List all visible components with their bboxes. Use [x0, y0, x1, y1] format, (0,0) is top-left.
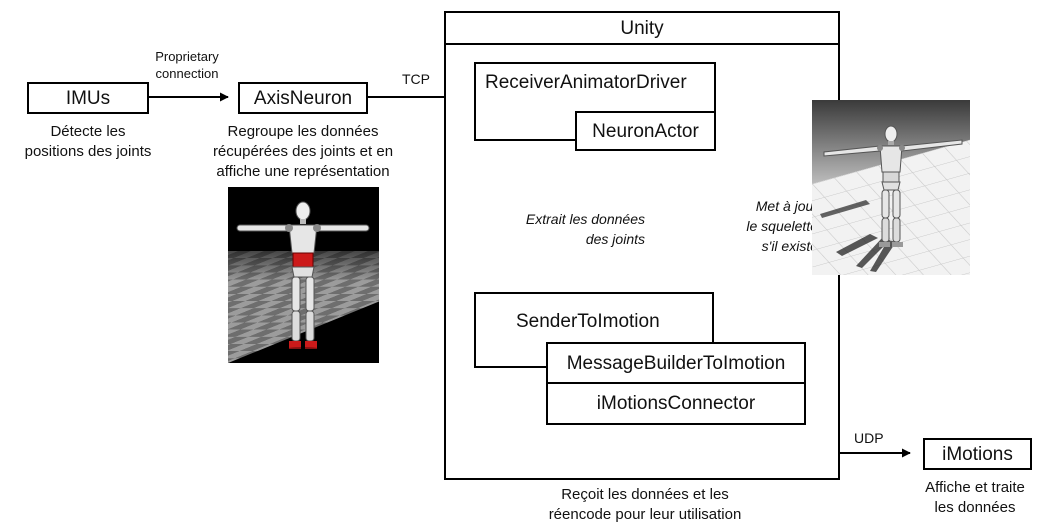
- neuron-actor-box: NeuronActor: [575, 111, 716, 151]
- imus-label: IMUs: [65, 87, 111, 109]
- axisneuron-caption-line-2: récupérées des joints et en: [212, 143, 394, 160]
- axisneuron-skeleton-render: [228, 187, 379, 363]
- unity-caption-line-2: réencode pour leur utilisation: [548, 506, 742, 523]
- imotions-caption-line-1: Affiche et traite: [925, 479, 1025, 496]
- axisneuron-box: AxisNeuron: [238, 82, 368, 114]
- imotions-caption: Affiche et traite les données: [911, 478, 1039, 518]
- tcp-label: TCP: [402, 71, 430, 87]
- extract-joints-label: Extrait les données des joints: [495, 209, 645, 249]
- update-label-line-3: s'il existe: [761, 238, 818, 254]
- robot-shadow: [820, 200, 896, 272]
- unity-skeleton-render: [812, 100, 970, 275]
- proprietary-connection-label: Proprietary connection: [146, 48, 228, 82]
- update-label-line-2: le squelette: [746, 218, 818, 234]
- message-builder-label: MessageBuilderToImotion: [566, 352, 786, 374]
- robot-figure: [236, 201, 370, 355]
- extract-label-line-2: des joints: [585, 231, 645, 247]
- neuron-actor-label: NeuronActor: [592, 120, 699, 142]
- unity-title-bar: Unity: [444, 11, 840, 45]
- imotions-label: iMotions: [942, 443, 1013, 465]
- proprietary-label-line-1: Proprietary: [155, 49, 219, 64]
- proprietary-label-line-2: connection: [155, 66, 219, 81]
- robot-figure-3d: [823, 125, 963, 247]
- imus-caption-line-2: positions des joints: [24, 143, 152, 160]
- imus-caption: Détecte les positions des joints: [13, 122, 163, 162]
- axisneuron-caption: Regroupe les données récupérées des join…: [203, 122, 403, 182]
- extract-label-line-1: Extrait les données: [525, 211, 645, 227]
- imus-caption-line-1: Détecte les: [50, 123, 126, 140]
- imotions-caption-line-2: les données: [934, 499, 1016, 516]
- imotions-connector-label: iMotionsConnector: [596, 393, 756, 414]
- imotions-box: iMotions: [923, 438, 1032, 470]
- imus-box: IMUs: [27, 82, 149, 114]
- udp-label: UDP: [854, 430, 884, 446]
- imotions-connector-box: iMotionsConnector: [546, 382, 806, 425]
- update-label-line-1: Met à jour: [755, 198, 818, 214]
- unity-title: Unity: [620, 17, 664, 39]
- unity-caption-line-1: Reçoit les données et les: [561, 486, 729, 503]
- axisneuron-label: AxisNeuron: [253, 87, 353, 109]
- axisneuron-caption-line-3: affiche une représentation: [216, 163, 390, 180]
- sender-to-imotion-label: SenderToImotion: [516, 311, 660, 332]
- axisneuron-caption-line-1: Regroupe les données: [227, 123, 379, 140]
- update-skeleton-label: Met à jour le squelette s'il existe: [690, 196, 818, 256]
- receiver-animator-driver-label: ReceiverAnimatorDriver: [485, 72, 687, 93]
- message-builder-box: MessageBuilderToImotion: [546, 342, 806, 384]
- unity-caption: Reçoit les données et les réencode pour …: [495, 485, 795, 524]
